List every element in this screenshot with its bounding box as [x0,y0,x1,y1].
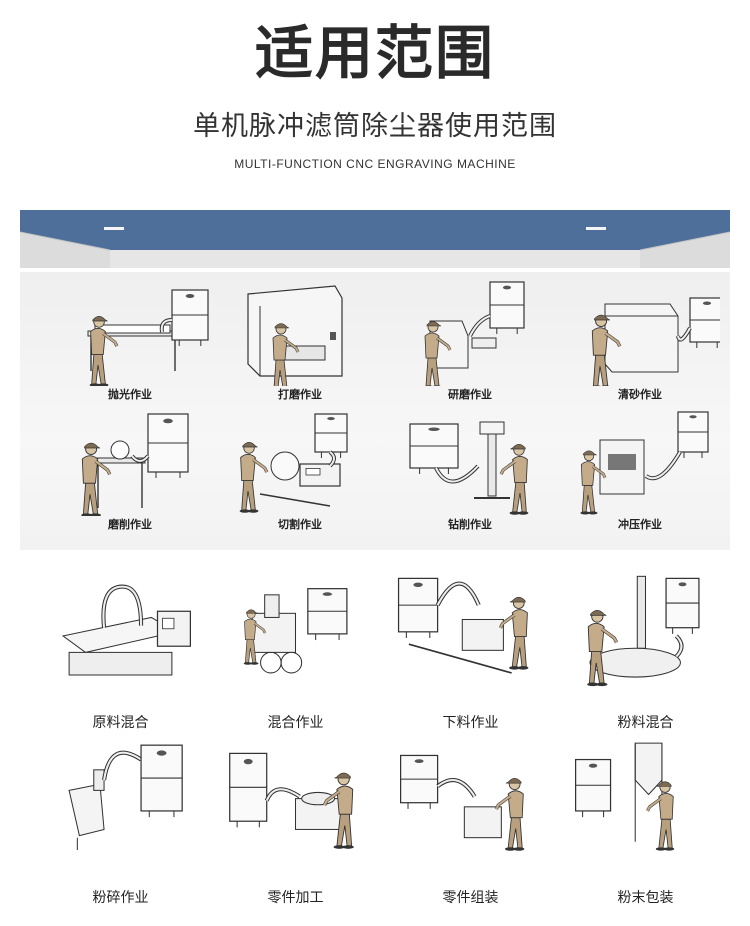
application-label: 切割作业 [278,518,322,531]
bottom-application-grid: 原料混合 混合作业 下料作业 粉料混合粉碎作业 零件加工 零件组装 粉末包装 [20,564,730,914]
sanding-booth-scene-icon [247,285,343,386]
page-title: 适用范围 [254,19,495,87]
application-item: 钻削作业 [390,406,550,536]
blanking-scene-icon [397,577,529,674]
powder-packaging-scene-icon [574,742,675,851]
powder-mixing-scene-icon [587,575,700,687]
application-item: 切割作业 [220,406,380,536]
application-item: 下料作业 [388,564,553,739]
application-label: 冲压作业 [618,518,662,531]
application-label: 下料作业 [442,715,499,731]
application-item: 零件加工 [213,739,378,914]
application-label: 零件组装 [442,890,499,906]
application-item: 零件组装 [388,739,553,914]
application-item: 粉末包装 [563,739,728,914]
application-item: 冲压作业 [560,406,720,536]
polishing-scene-icon [87,289,209,386]
application-item: 抛光作业 [50,276,210,406]
application-label: 打磨作业 [278,388,322,401]
application-label: 钻削作业 [448,518,492,531]
parts-assembly-scene-icon [399,754,525,851]
parts-machining-scene-icon [229,752,354,849]
sand-cleaning-scene-icon [591,297,720,386]
application-label: 粉料混合 [617,715,674,731]
mixing-scene-icon [243,588,348,674]
application-item: 打磨作业 [220,276,380,406]
ceiling-graphic [20,210,730,268]
page-subtitle-en: MULTI-FUNCTION CNC ENGRAVING MACHINE [234,157,516,171]
application-item: 粉碎作业 [38,739,203,914]
raw-material-mixing-scene-icon [61,584,192,676]
cutting-scene-icon [239,413,348,513]
application-label: 原料混合 [92,715,149,731]
application-item: 磨削作业 [50,406,210,536]
application-label: 粉末包装 [617,890,674,906]
application-label: 抛光作业 [108,388,152,401]
top-application-grid: 抛光作业 打磨作业 研磨作业 清砂作业磨削作业 切割作业 钻削作业 冲压作业 [20,276,730,546]
application-label: 清砂作业 [618,388,662,401]
application-item: 清砂作业 [560,276,720,406]
application-item: 原料混合 [38,564,203,739]
application-label: 混合作业 [267,715,324,731]
application-item: 混合作业 [213,564,378,739]
application-label: 研磨作业 [448,388,492,401]
grinding-scene-icon [424,281,525,386]
stamping-scene-icon [580,411,709,515]
application-item: 粉料混合 [563,564,728,739]
application-item: 研磨作业 [390,276,550,406]
application-label: 磨削作业 [108,518,152,531]
crushing-scene-icon [68,744,183,850]
drilling-scene-icon [409,421,529,515]
application-label: 零件加工 [267,890,324,906]
page-subtitle: 单机脉冲滤筒除尘器使用范围 [193,111,557,142]
application-label: 粉碎作业 [92,890,149,906]
abrasive-grinding-scene-icon [81,413,189,516]
